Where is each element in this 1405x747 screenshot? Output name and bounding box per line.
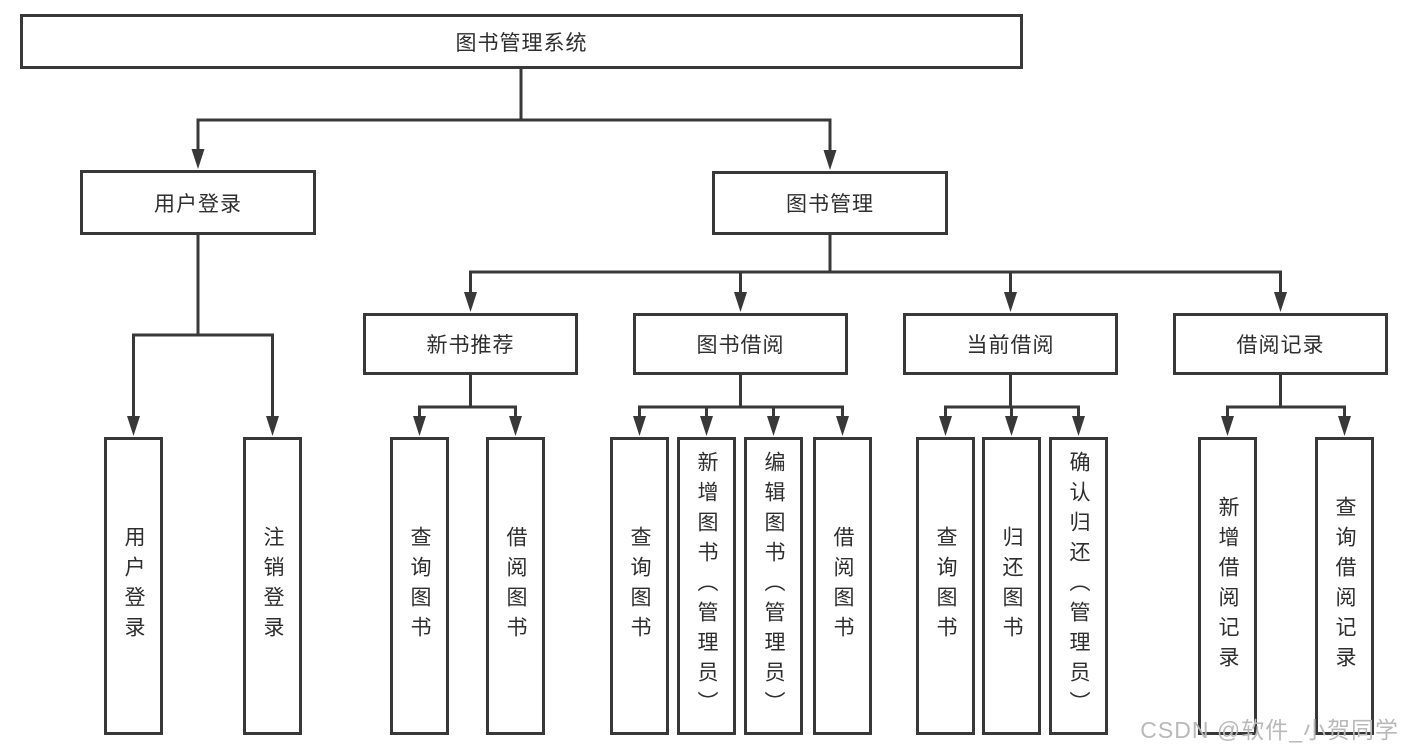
node-label: 查询图书 — [934, 526, 957, 646]
node-label: 借阅图书 — [504, 526, 527, 646]
node-leaf-confirm-return-admin: 确认归还（管理员） — [1049, 437, 1108, 735]
arrowhead-icon — [127, 416, 140, 436]
node-leaf-borrow-book: 借阅图书 — [813, 437, 872, 735]
node-leaf-logout: 注销登录 — [243, 437, 302, 735]
arrowhead-icon — [509, 416, 522, 436]
node-label: 借阅图书 — [831, 526, 854, 646]
node-leaf-user-login: 用户登录 — [104, 437, 163, 735]
arrowhead-icon — [1005, 416, 1018, 436]
arrowhead-icon — [1221, 416, 1234, 436]
node-label: 当前借阅 — [966, 334, 1055, 357]
node-leaf-add-book-admin: 新增图书（管理员） — [677, 437, 736, 735]
arrowhead-icon — [767, 416, 780, 436]
node-current-borrow: 当前借阅 — [903, 313, 1118, 375]
arrowhead-icon — [1072, 416, 1085, 436]
node-label: 查询借阅记录 — [1333, 496, 1356, 676]
csdn-watermark: CSDN @软件_小贺同学 — [1140, 717, 1399, 743]
node-label: 编辑图书（管理员） — [762, 451, 785, 721]
node-leaf-recommend-borrow-book: 借阅图书 — [486, 437, 545, 735]
node-leaf-current-query-book: 查询图书 — [916, 437, 975, 735]
node-label: 借阅记录 — [1236, 334, 1325, 357]
arrowhead-icon — [700, 416, 713, 436]
node-root-library-system: 图书管理系统 — [20, 14, 1023, 69]
node-new-book-recommend: 新书推荐 — [363, 313, 578, 375]
node-label: 确认归还（管理员） — [1067, 451, 1090, 721]
node-label: 用户登录 — [122, 526, 145, 646]
arrowhead-icon — [836, 416, 849, 436]
arrowhead-icon — [823, 150, 837, 170]
arrowhead-icon — [939, 416, 952, 436]
arrowhead-icon — [633, 416, 646, 436]
node-label: 归还图书 — [1000, 526, 1023, 646]
arrowhead-icon — [1004, 292, 1017, 312]
arrowhead-icon — [266, 416, 279, 436]
arrowhead-icon — [464, 292, 477, 312]
node-label: 新书推荐 — [426, 334, 515, 357]
arrowhead-icon — [734, 292, 747, 312]
node-label: 查询图书 — [628, 526, 651, 646]
node-label: 用户登录 — [154, 192, 242, 216]
node-leaf-add-borrow-record: 新增借阅记录 — [1198, 437, 1257, 735]
node-label: 新增借阅记录 — [1216, 496, 1239, 676]
arrowhead-icon — [1274, 292, 1287, 312]
node-leaf-recommend-query-book: 查询图书 — [390, 437, 449, 735]
arrowhead-icon — [1338, 416, 1351, 436]
node-book-borrow: 图书借阅 — [633, 313, 848, 375]
node-label: 注销登录 — [261, 526, 284, 646]
node-user-login: 用户登录 — [80, 170, 316, 235]
node-borrow-record: 借阅记录 — [1173, 313, 1388, 375]
node-leaf-borrow-query-book: 查询图书 — [610, 437, 669, 735]
node-book-management: 图书管理 — [712, 171, 948, 235]
node-label: 图书管理系统 — [455, 31, 588, 55]
node-leaf-edit-book-admin: 编辑图书（管理员） — [744, 437, 803, 735]
node-leaf-return-book: 归还图书 — [982, 437, 1041, 735]
node-label: 查询图书 — [408, 526, 431, 646]
node-leaf-query-borrow-record: 查询借阅记录 — [1315, 437, 1374, 735]
node-label: 新增图书（管理员） — [695, 451, 718, 721]
arrowhead-icon — [413, 416, 426, 436]
node-label: 图书管理 — [786, 193, 874, 216]
arrowhead-icon — [191, 149, 205, 169]
node-label: 图书借阅 — [696, 334, 785, 357]
